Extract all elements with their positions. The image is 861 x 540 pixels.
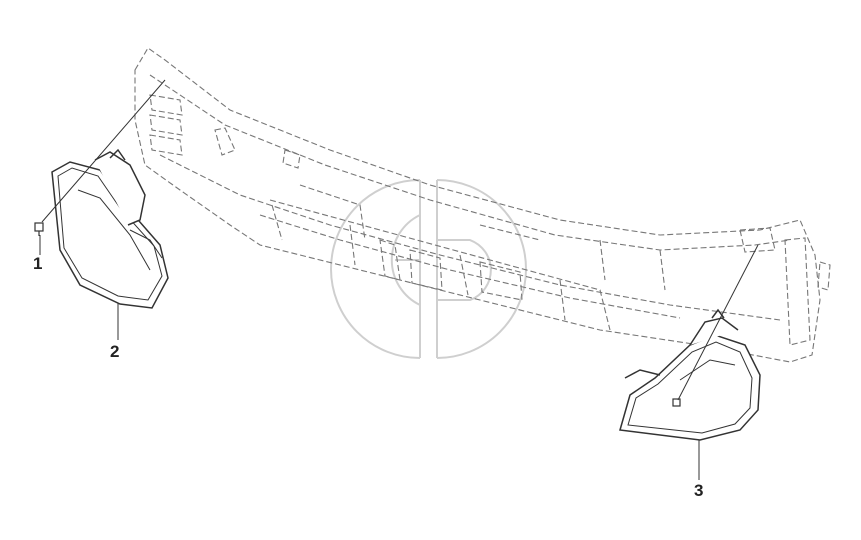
leader-lines (39, 79, 759, 480)
callout-2: 2 (110, 342, 120, 361)
left-headlamp (51, 148, 169, 309)
callout-3: 3 (694, 481, 704, 500)
assembly-line-left (41, 79, 166, 223)
callout-1: 1 (33, 254, 43, 273)
bumper-frame (134, 47, 831, 363)
watermark-logo (330, 179, 527, 359)
right-headlamp (619, 308, 761, 441)
bolt (34, 222, 44, 236)
bolt-right (672, 398, 681, 407)
assembly-line-right (677, 244, 759, 401)
